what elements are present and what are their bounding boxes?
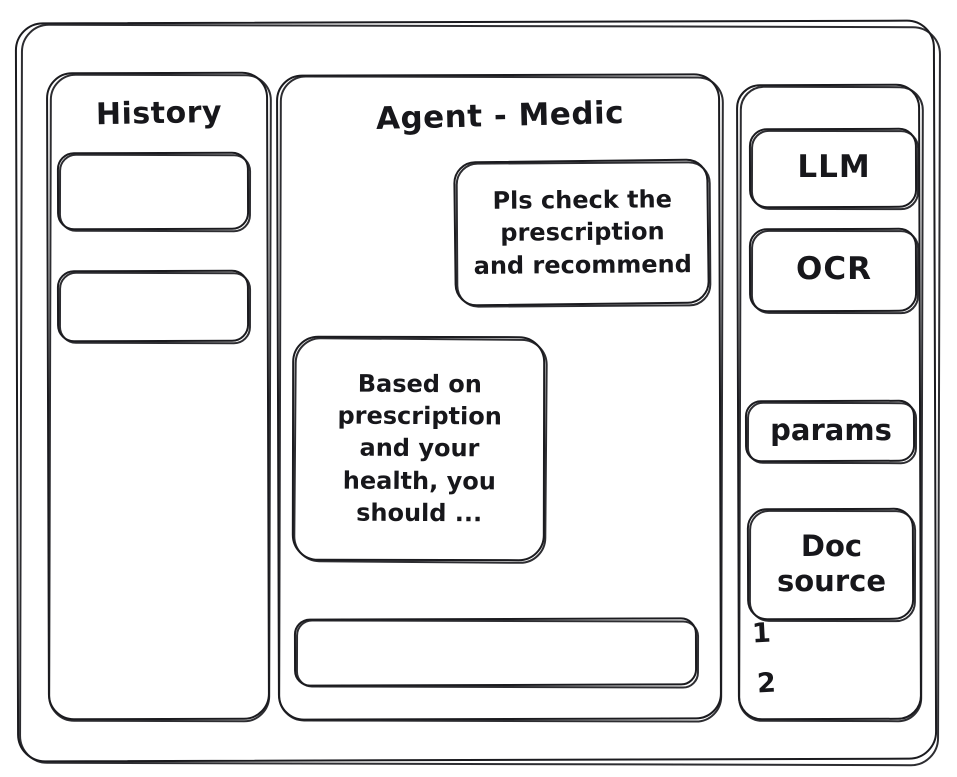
message-input[interactable] [295,618,698,686]
history-panel-title: History [95,94,223,133]
doc-source-entry[interactable]: 2 [756,667,777,700]
chat-message-agent: Based on prescription and your health, y… [292,335,546,561]
tool-button-params-label: params [770,413,892,448]
chat-message-user-text: Pls check the prescription and recommend [473,185,692,280]
tool-button-params[interactable]: params [746,400,916,462]
tool-button-doc-source-label: Doc source [777,528,886,598]
history-list-item[interactable] [58,270,250,342]
chat-message-agent-text: Based on prescription and your health, y… [337,369,502,528]
tool-button-llm-label: LLM [797,149,871,186]
doc-source-entry[interactable]: 1 [751,617,772,650]
tool-button-llm[interactable]: LLM [750,128,918,208]
history-list-item[interactable] [58,152,250,230]
chat-message-user: Pls check the prescription and recommend [454,159,710,306]
tool-button-ocr-label: OCR [796,251,872,288]
tool-button-doc-source[interactable]: Doc source [748,508,915,620]
tool-button-ocr[interactable]: OCR [750,228,918,312]
